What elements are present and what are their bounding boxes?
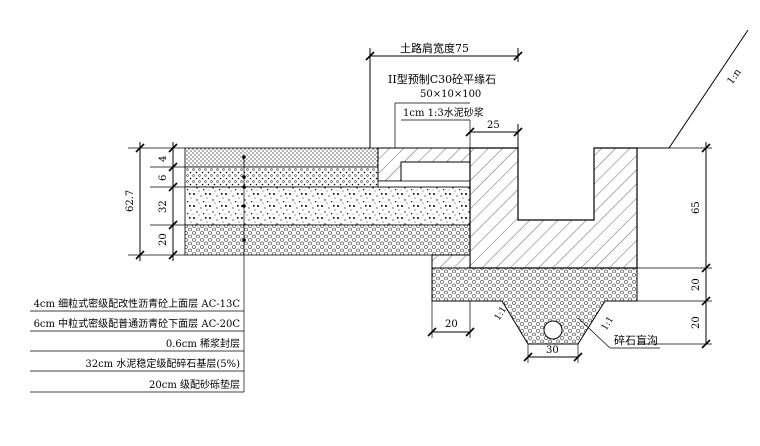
layer-base xyxy=(184,186,471,226)
left-dim-outer-tick-top xyxy=(135,143,145,153)
dim-base-20-arrow-right xyxy=(465,327,475,337)
dim-20-lower-label: 20 xyxy=(691,316,702,329)
dim-30-arrow-right xyxy=(573,352,583,362)
layer-6-label: 6 xyxy=(158,175,169,181)
concrete-ditch xyxy=(469,147,638,269)
right-dim-tick-2 xyxy=(701,263,711,273)
leader-dot-2 xyxy=(242,175,246,179)
ditch-foot xyxy=(431,254,471,269)
legend-item-3: 0.6cm 稀浆封层 xyxy=(166,337,240,350)
left-dim-tick-4 xyxy=(168,220,178,230)
drain-leader xyxy=(577,317,611,349)
left-dim-tick-1 xyxy=(168,143,178,153)
leader-dot-4 xyxy=(242,204,246,208)
side-slope-line xyxy=(637,29,749,149)
legend-item-2: 6cm 中粒式密级配普通沥青砼下面层 AC-20C xyxy=(34,317,241,330)
mortar-bed xyxy=(377,180,471,188)
right-dim-tick-4 xyxy=(701,339,711,349)
drain-pipe xyxy=(543,320,563,340)
left-dim-tick-3 xyxy=(168,182,178,192)
left-dim-tick-2 xyxy=(168,162,178,172)
dim-65-label: 65 xyxy=(691,201,702,214)
dim-30-arrow-left xyxy=(523,352,533,362)
dim-base-20-arrow-left xyxy=(427,327,437,337)
layer-subbase xyxy=(184,224,471,256)
shoulder-width-label: 土路肩宽度75 xyxy=(400,41,469,55)
right-dim-tick-1 xyxy=(701,143,711,153)
shoulder-dim-arrow-right xyxy=(513,51,523,61)
layer-surface-fine xyxy=(184,147,379,168)
total-thickness-label: 62.7 xyxy=(125,190,136,212)
gravel-drain-label: 碎石盲沟 xyxy=(614,333,658,347)
curb-spec-line-1: II型预制C30砼平缘石 xyxy=(388,72,496,86)
ditch-slope-right-label: 1:1 xyxy=(600,315,616,333)
dim-base-20-label: 20 xyxy=(445,319,458,330)
legend-item-1: 4cm 细粒式密级配改性沥青砼上面层 AC-13C xyxy=(34,297,241,310)
right-dim-tick-3 xyxy=(701,296,711,306)
leader-dot-1 xyxy=(242,155,246,159)
left-dim-outer-tick-bottom xyxy=(135,250,145,260)
mortar-label: 1cm 1:3水泥砂浆 xyxy=(403,106,484,119)
dim-25-arrow-right xyxy=(513,127,523,137)
layer-32-label: 32 xyxy=(158,200,169,213)
layer-surface-medium xyxy=(184,166,402,188)
leader-dot-3 xyxy=(242,185,246,189)
slope-label: 1:n xyxy=(725,67,744,87)
leader-dot-5 xyxy=(242,238,246,242)
left-dim-tick-5 xyxy=(168,250,178,260)
legend-item-5: 20cm 级配砂砾垫层 xyxy=(149,378,240,391)
layer-20-label: 20 xyxy=(158,233,169,246)
dim-25-label: 25 xyxy=(487,120,500,131)
curb-stone xyxy=(377,147,471,182)
layer-4-label: 4 xyxy=(158,156,169,162)
dim-30-label: 30 xyxy=(546,345,559,356)
shoulder-dim-arrow-left xyxy=(365,51,375,61)
dim-25-arrow-left xyxy=(465,127,475,137)
dim-20-upper-label: 20 xyxy=(691,278,702,291)
legend-item-4: 32cm 水泥稳定级配碎石基层(5%) xyxy=(85,357,240,370)
curb-spec-line-2: 50×10×100 xyxy=(420,89,481,100)
